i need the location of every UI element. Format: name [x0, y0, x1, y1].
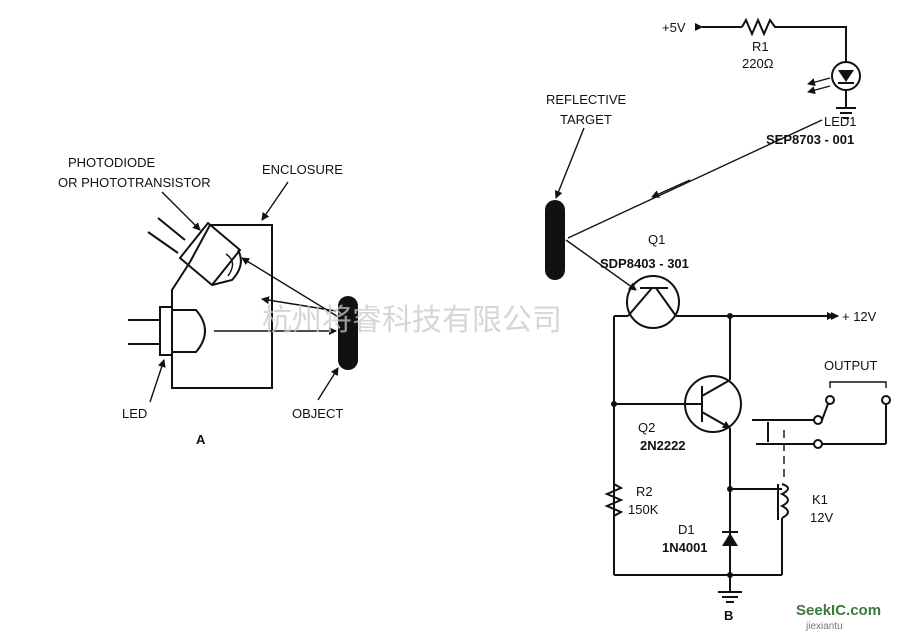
enclosure-leader — [261, 181, 289, 221]
logo-subtext: jiexiantu — [805, 621, 843, 632]
reflective-target-leader — [554, 127, 585, 199]
panel-a-label: A — [196, 432, 206, 447]
object-leader — [317, 367, 339, 401]
company-watermark: 杭州将睿科技有限公司 — [262, 303, 562, 338]
reflective-target-shape — [545, 200, 565, 280]
k1-value-label: 12V — [810, 510, 833, 525]
d1-part-label: 1N4001 — [662, 540, 708, 555]
q1-part-label: SDP8403 - 301 — [600, 256, 689, 271]
led1-part-label: SEP8703 - 001 — [766, 132, 854, 147]
beam-to-target — [567, 119, 823, 239]
reflected-ray-2 — [261, 296, 337, 312]
r2-resistor — [604, 483, 624, 517]
relay-contacts — [752, 381, 891, 449]
photodiode-leader — [161, 191, 201, 231]
q1-phototransistor — [626, 275, 680, 329]
diagram-a: PHOTODIODE OR PHOTOTRANSISTOR ENCLOSURE … — [58, 155, 358, 447]
beam-to-q1 — [565, 239, 637, 291]
photodiode-assembly — [147, 217, 242, 287]
k1-relay-coil — [730, 430, 789, 576]
r2-name-label: R2 — [636, 484, 653, 499]
q2-transistor — [684, 375, 742, 433]
k1-name-label: K1 — [812, 492, 828, 507]
q2-part-label: 2N2222 — [640, 438, 686, 453]
led1-name-label: LED1 — [824, 114, 857, 129]
r1-name-label: R1 — [752, 39, 769, 54]
ground-symbol — [718, 575, 742, 603]
reflected-ray — [241, 257, 341, 319]
d1-name-label: D1 — [678, 522, 695, 537]
object-shape — [338, 296, 358, 370]
q2-name-label: Q2 — [638, 420, 655, 435]
diagram-b: +5V R1 220Ω REFLECTIVE TARGET LED1 SEP87… — [545, 17, 891, 623]
r1-value-label: 220Ω — [742, 56, 774, 71]
seekic-logo: SeekIC.com jiexiantu — [796, 602, 881, 632]
enclosure-label: ENCLOSURE — [262, 162, 343, 177]
led-label: LED — [122, 406, 147, 421]
d1-diode — [722, 531, 738, 546]
supply-12v-label: + 12V — [842, 309, 877, 324]
photodiode-label-line2: OR PHOTOTRANSISTOR — [58, 175, 211, 190]
reflective-target-label-line1: REFLECTIVE — [546, 92, 627, 107]
r2-value-label: 150K — [628, 502, 659, 517]
supply-5v-label: +5V — [662, 20, 686, 35]
output-label: OUTPUT — [824, 358, 878, 373]
logo-text: SeekIC.com — [796, 602, 881, 619]
panel-b-label: B — [724, 608, 733, 623]
r1-resistor — [741, 17, 847, 62]
photodiode-label-line1: PHOTODIODE — [68, 155, 155, 170]
reflective-target-label-line2: TARGET — [560, 112, 612, 127]
object-label: OBJECT — [292, 406, 343, 421]
led-leader — [149, 359, 166, 403]
enclosure-body — [171, 224, 273, 389]
q1-name-label: Q1 — [648, 232, 665, 247]
led-emitter — [128, 306, 206, 356]
led1-symbol — [807, 61, 861, 119]
